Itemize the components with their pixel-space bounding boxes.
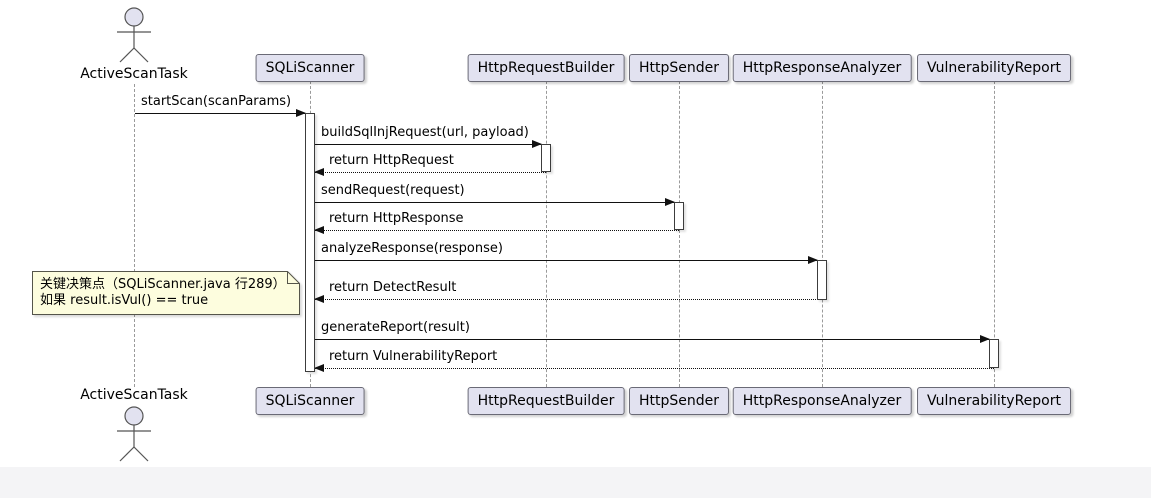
arrowhead-icon bbox=[296, 109, 306, 117]
page-margin bbox=[0, 467, 1151, 498]
note-line-1: 关键决策点（SQLiScanner.java 行289） bbox=[40, 277, 286, 292]
message-arrow-return-detectresult bbox=[314, 295, 822, 303]
message-label-return-httpresponse: return HttpResponse bbox=[329, 211, 464, 226]
activation-httpsender bbox=[674, 202, 684, 230]
message-arrow-startscan bbox=[135, 109, 306, 117]
arrowhead-icon bbox=[980, 335, 990, 343]
message-arrow-analyzeresponse bbox=[315, 256, 818, 264]
arrowhead-icon bbox=[808, 256, 818, 264]
activation-httpresponseanalyzer bbox=[817, 260, 827, 300]
participant-httpresponseanalyzer-top: HttpResponseAnalyzer bbox=[732, 54, 912, 82]
note-line-2: 如果 result.isVul() == true bbox=[40, 293, 209, 308]
actor-figure-icon bbox=[112, 403, 156, 469]
participant-httprequestbuilder-top: HttpRequestBuilder bbox=[467, 54, 625, 82]
activation-httprequestbuilder bbox=[541, 144, 551, 172]
participant-sqliscanner-bottom: SQLiScanner bbox=[255, 387, 365, 415]
message-arrow-return-httpresponse bbox=[314, 226, 679, 234]
lifeline-httpsender bbox=[679, 81, 680, 387]
message-label-return-vulnerabilityreport: return VulnerabilityReport bbox=[329, 349, 498, 364]
message-arrow-generatereport bbox=[315, 335, 990, 343]
actor-label-bottom: ActiveScanTask bbox=[80, 387, 188, 403]
message-label-generatereport: generateReport(result) bbox=[321, 320, 470, 335]
message-arrow-return-vulnerabilityreport bbox=[314, 364, 994, 372]
lifeline-vulnerabilityreport bbox=[994, 81, 995, 387]
participant-vulnerabilityreport-bottom: VulnerabilityReport bbox=[917, 387, 1071, 415]
message-arrow-sendrequest bbox=[315, 198, 675, 206]
message-label-sendrequest: sendRequest(request) bbox=[321, 183, 465, 198]
actor-label-top: ActiveScanTask bbox=[80, 66, 188, 82]
participant-vulnerabilityreport-top: VulnerabilityReport bbox=[917, 54, 1071, 82]
message-arrow-return-httprequest bbox=[314, 168, 546, 176]
actor-figure-icon bbox=[112, 4, 156, 70]
arrowhead-icon bbox=[532, 140, 542, 148]
participant-httpsender-top: HttpSender bbox=[628, 54, 730, 82]
lifeline-activescantask bbox=[134, 84, 135, 387]
message-label-return-httprequest: return HttpRequest bbox=[329, 153, 454, 168]
arrowhead-icon bbox=[665, 198, 675, 206]
participant-httpresponseanalyzer-bottom: HttpResponseAnalyzer bbox=[732, 387, 912, 415]
participant-httprequestbuilder-bottom: HttpRequestBuilder bbox=[467, 387, 625, 415]
arrowhead-icon bbox=[314, 168, 324, 176]
lifeline-httprequestbuilder bbox=[546, 81, 547, 387]
arrowhead-icon bbox=[314, 295, 324, 303]
arrowhead-icon bbox=[314, 226, 324, 234]
message-label-buildsqlinjrequest: buildSqlInjRequest(url, payload) bbox=[321, 125, 529, 140]
activation-sqliscanner bbox=[305, 113, 315, 372]
arrowhead-icon bbox=[314, 364, 324, 372]
note-decision-point: 关键决策点（SQLiScanner.java 行289） 如果 result.i… bbox=[32, 271, 300, 315]
message-label-return-detectresult: return DetectResult bbox=[329, 280, 457, 295]
lifeline-httpresponseanalyzer bbox=[822, 81, 823, 387]
participant-sqliscanner-top: SQLiScanner bbox=[255, 54, 365, 82]
message-label-startscan: startScan(scanParams) bbox=[141, 94, 292, 109]
message-arrow-buildsqlinjrequest bbox=[315, 140, 542, 148]
activation-vulnerabilityreport bbox=[989, 339, 999, 368]
message-label-analyzeresponse: analyzeResponse(response) bbox=[321, 241, 503, 256]
participant-httpsender-bottom: HttpSender bbox=[628, 387, 730, 415]
